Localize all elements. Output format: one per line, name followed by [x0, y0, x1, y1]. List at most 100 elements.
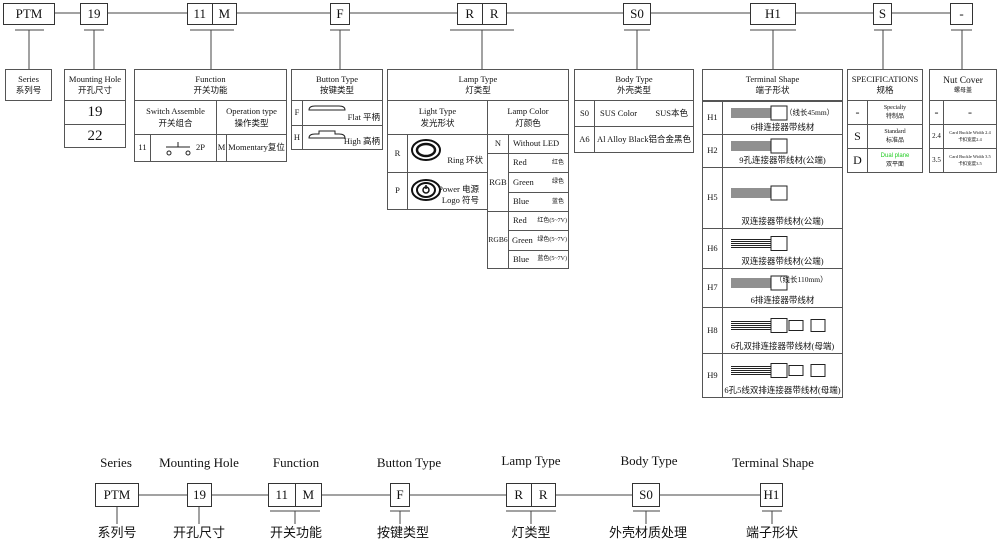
label: Specialty [883, 105, 907, 112]
nut-code: 2.4 [929, 124, 944, 149]
code: H5 [707, 192, 718, 203]
label: SUS Color [600, 107, 638, 118]
title-cn: 按键类型 [319, 85, 354, 95]
label-cn: 绿色(5~7V) [537, 237, 567, 244]
title: Body Type [615, 73, 653, 84]
label-cn: 标准品 [885, 137, 904, 144]
terminal-row: 双连接器带线材(公端) [722, 167, 843, 229]
terminal-row: 9孔连接器带线材(公端) [722, 134, 843, 168]
label: Card Buckle Width 2.4 [949, 130, 991, 136]
label-cn: 操作类型 [234, 117, 269, 128]
code-text: R [465, 6, 475, 21]
label: 6排连接器带线材 [750, 294, 815, 305]
code-text: PTM [15, 6, 43, 21]
label: Momentary复位 [228, 142, 285, 153]
code-text: R [481, 4, 507, 24]
code: M [217, 142, 226, 153]
code: F [294, 107, 300, 118]
code: H8 [707, 324, 718, 335]
terminal-code: H8 [702, 307, 723, 354]
code: D [853, 153, 862, 168]
code-text: 19 [193, 487, 206, 502]
title: Lamp Type [458, 73, 498, 84]
label: Power 电源 [438, 183, 479, 194]
lamp-color-code: RGB [487, 153, 509, 212]
label: High 高柄 [343, 135, 380, 146]
connector-wire-icon [731, 185, 788, 201]
label: 6排连接器带线材 [750, 121, 815, 132]
button-high: High 高柄 [302, 125, 383, 150]
terminal-note: （线长110mm） [775, 275, 828, 284]
example-label: Button Type [376, 455, 442, 470]
example-code-terminal: H1 [760, 483, 783, 507]
label: 6孔5线双排连接器带线材(母端) [724, 384, 841, 395]
title-cn: 规格 [876, 85, 894, 95]
title: Button Type [316, 73, 358, 84]
code-text: S [878, 6, 887, 21]
label-cn: 红色(5~7V) [537, 217, 567, 224]
light-ring: Ring 环状 [407, 134, 488, 173]
switch-code: 11 [134, 134, 151, 162]
code-text: 11 [275, 487, 289, 502]
example-label-cn: 外壳材质处理 [608, 525, 688, 540]
title-cn: 灯类型 [465, 85, 491, 95]
title: Series [18, 73, 39, 84]
code-text: H1 [763, 487, 780, 502]
nut-code: - [929, 100, 944, 125]
label-cn: 发光形状 [420, 117, 455, 128]
high-button-icon [308, 130, 346, 139]
code-text: 11 [193, 6, 207, 21]
example-label: Lamp Type [501, 453, 561, 468]
label-cn: 双平面 [885, 161, 904, 168]
code-spec: S [873, 3, 892, 25]
code-terminal: H1 [750, 3, 796, 25]
switch-2p: 2P [150, 134, 217, 162]
terminal-row: 6排连接器带线材 [722, 101, 843, 135]
label: 双连接器带线材(公端) [741, 255, 824, 266]
label-cn: 卡扣宽度2.4 [958, 136, 982, 142]
example-code-mounting-hole: 19 [187, 483, 212, 507]
connector-wire-icon [731, 138, 788, 154]
code: H7 [707, 282, 718, 293]
light-code: P [387, 172, 408, 210]
code-text: F [396, 487, 404, 502]
terminal-code: H1 [702, 101, 723, 135]
label: 6孔双排连接器带线材(母端) [730, 340, 835, 351]
code-button: F [330, 3, 350, 25]
switch-symbol-icon [166, 142, 191, 156]
ring-light-icon [411, 139, 441, 161]
code-text: S0 [639, 487, 653, 502]
label: Flat 平柄 [347, 111, 380, 122]
title: SPECIFICATIONS [851, 73, 919, 84]
title: Mounting Hole [68, 73, 122, 84]
connector-wire-icon [731, 105, 788, 121]
code-text: M [294, 484, 322, 506]
example-label-cn: 系列号 [97, 525, 137, 540]
code-text: R [514, 487, 524, 502]
label: Blue [513, 196, 530, 207]
title-cn: 系列号 [15, 85, 42, 95]
label: 双连接器带线材(公端) [741, 215, 824, 226]
label: Standard [884, 129, 906, 136]
terminal-row: 6排连接器带线材 [722, 268, 843, 308]
label: - [968, 105, 972, 120]
terminal-row: 6孔双排连接器带线材(母端) [722, 307, 843, 354]
code-mounting-hole: 19 [80, 3, 108, 25]
label: Green [513, 176, 534, 187]
terminal-code: H9 [702, 353, 723, 398]
